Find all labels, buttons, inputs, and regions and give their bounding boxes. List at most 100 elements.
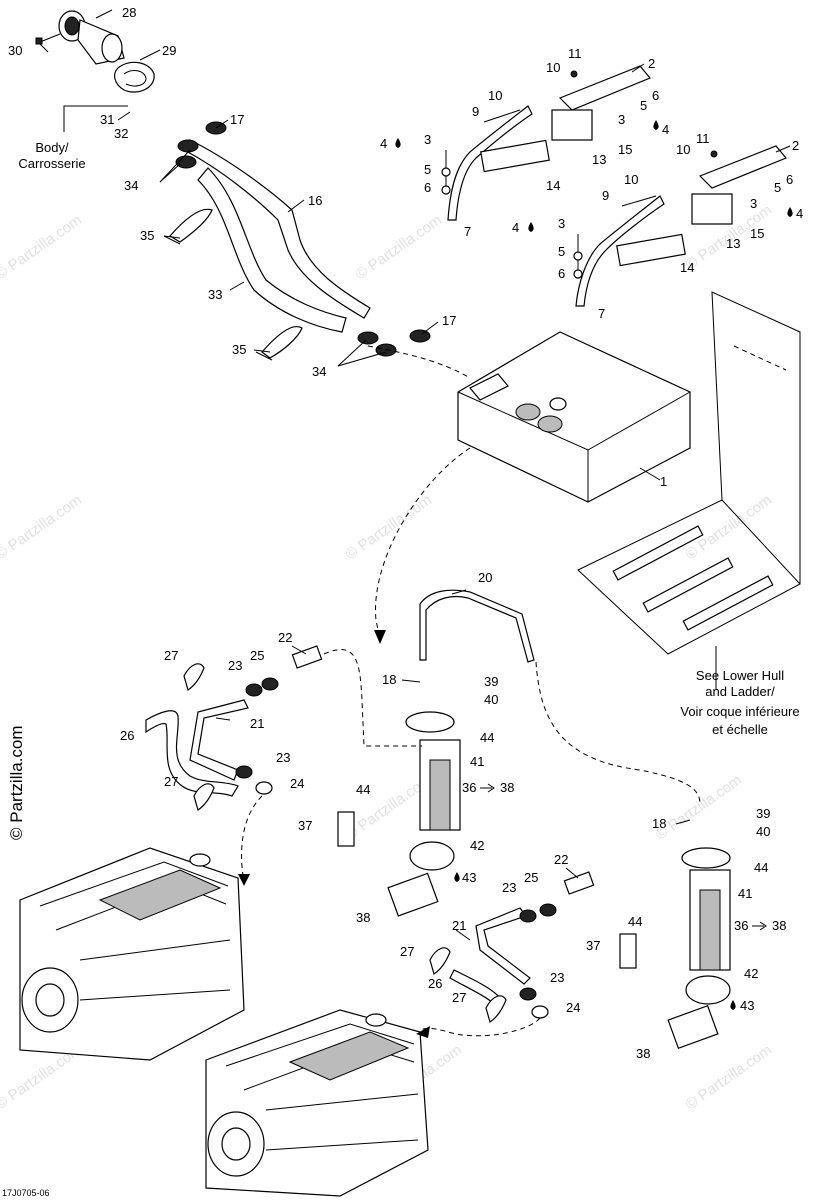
hull-note-line-3: Voir coque inférieure (680, 704, 799, 719)
leader-lines (39, 9, 791, 941)
callout-22: 22 (554, 852, 568, 867)
body-reference-note: Body/ Carrosserie (18, 140, 85, 171)
callout-3: 3 (618, 112, 625, 127)
callout-17: 17 (442, 313, 456, 328)
callout-42: 42 (470, 838, 484, 853)
callout-41: 41 (738, 886, 752, 901)
callout-15: 15 (618, 142, 632, 157)
callout-6: 6 (558, 266, 565, 281)
callout-28: 28 (122, 5, 136, 20)
callout-17: 17 (230, 112, 244, 127)
tank-strap-left (447, 65, 651, 221)
callout-31: 31 (100, 112, 114, 127)
callout-4: 4 (380, 136, 387, 151)
callout-13: 13 (726, 236, 740, 251)
callout-37: 37 (586, 938, 600, 953)
callout-27: 27 (400, 944, 414, 959)
callout-6: 6 (424, 180, 431, 195)
callout-11: 11 (568, 46, 582, 61)
body-note-line-2: Carrosserie (18, 156, 85, 171)
fuel-line-20 (419, 589, 535, 663)
callout-15: 15 (750, 226, 764, 241)
callout-44: 44 (356, 782, 370, 797)
callout-14: 14 (680, 260, 694, 275)
fuel-pump-left (337, 711, 461, 917)
callout-44: 44 (754, 860, 768, 875)
callout-25: 25 (250, 648, 264, 663)
arrow-icon (752, 921, 767, 931)
callout-5: 5 (774, 180, 781, 195)
watermark-text: © Partzilla.com (0, 211, 85, 283)
callout-41: 41 (470, 754, 484, 769)
tank-strap-right (575, 145, 787, 307)
watermark-text: © Partzilla.com (653, 771, 746, 843)
callout-35: 35 (232, 342, 246, 357)
callout-44: 44 (480, 730, 494, 745)
callout-39: 39 (756, 806, 770, 821)
callout-35: 35 (140, 228, 154, 243)
callout-6: 6 (786, 172, 793, 187)
callout-5: 5 (424, 162, 431, 177)
hull-note-line-4: et échelle (712, 722, 768, 737)
watermark-text: © Partzilla.com (353, 211, 446, 283)
body-note-line-1: Body/ (35, 140, 69, 155)
callout-38: 38 (636, 1046, 650, 1061)
callout-16: 16 (308, 193, 322, 208)
hull-note-line-1: See Lower Hull (696, 668, 784, 683)
fuel-line-21-left (145, 699, 249, 797)
fuel-tank (457, 331, 691, 503)
callout-4: 4 (662, 122, 669, 137)
callout-22: 22 (278, 630, 292, 645)
watermark-text: © Partzilla.com (683, 1041, 776, 1113)
callout-3: 3 (750, 196, 757, 211)
callout-10: 10 (676, 142, 690, 157)
watermark-text: © Partzilla.com (343, 491, 436, 563)
fuel-pump-right (619, 847, 731, 1050)
callout-4: 4 (796, 206, 803, 221)
callout-23: 23 (276, 750, 290, 765)
callout-40: 40 (484, 692, 498, 707)
drawing-code: 17J0705-06 (2, 1188, 50, 1198)
callout-42: 42 (744, 966, 758, 981)
cable-ties (163, 208, 303, 361)
arrow-icon (480, 783, 495, 793)
engine-left (19, 847, 245, 1061)
callout-18: 18 (652, 816, 666, 831)
callout-24: 24 (566, 1000, 580, 1015)
callout-20: 20 (478, 570, 492, 585)
callout-36: 36 (734, 918, 748, 933)
callout-26: 26 (428, 976, 442, 991)
callout-13: 13 (592, 152, 606, 167)
callout-24: 24 (290, 776, 304, 791)
callout-37: 37 (298, 818, 312, 833)
callout-29: 29 (162, 43, 176, 58)
callout-7: 7 (464, 224, 471, 239)
callout-44: 44 (628, 914, 642, 929)
callout-21: 21 (250, 716, 264, 731)
bolts-washers (441, 70, 718, 279)
callout-2: 2 (792, 138, 799, 153)
callout-34: 34 (124, 178, 138, 193)
callout-6: 6 (652, 88, 659, 103)
callout-38: 38 (772, 918, 786, 933)
hull-note-line-2: and Ladder/ (705, 684, 775, 699)
callout-36: 36 (462, 780, 476, 795)
callout-39: 39 (484, 674, 498, 689)
callout-38: 38 (356, 910, 370, 925)
fuel-hose-33 (197, 167, 347, 333)
callout-10: 10 (488, 88, 502, 103)
watermark-text: © Partzilla.com (0, 491, 85, 563)
watermark-side-text: © Partzilla.com (7, 725, 26, 840)
callout-7: 7 (598, 306, 605, 321)
callout-27: 27 (164, 774, 178, 789)
callout-30: 30 (8, 43, 22, 58)
callout-9: 9 (472, 104, 479, 119)
callout-11: 11 (696, 131, 710, 146)
callout-27: 27 (452, 990, 466, 1005)
callout-10: 10 (546, 60, 560, 75)
engine-right (205, 1009, 429, 1197)
callout-43: 43 (462, 870, 476, 885)
callout-21: 21 (452, 918, 466, 933)
callout-34: 34 (312, 364, 326, 379)
